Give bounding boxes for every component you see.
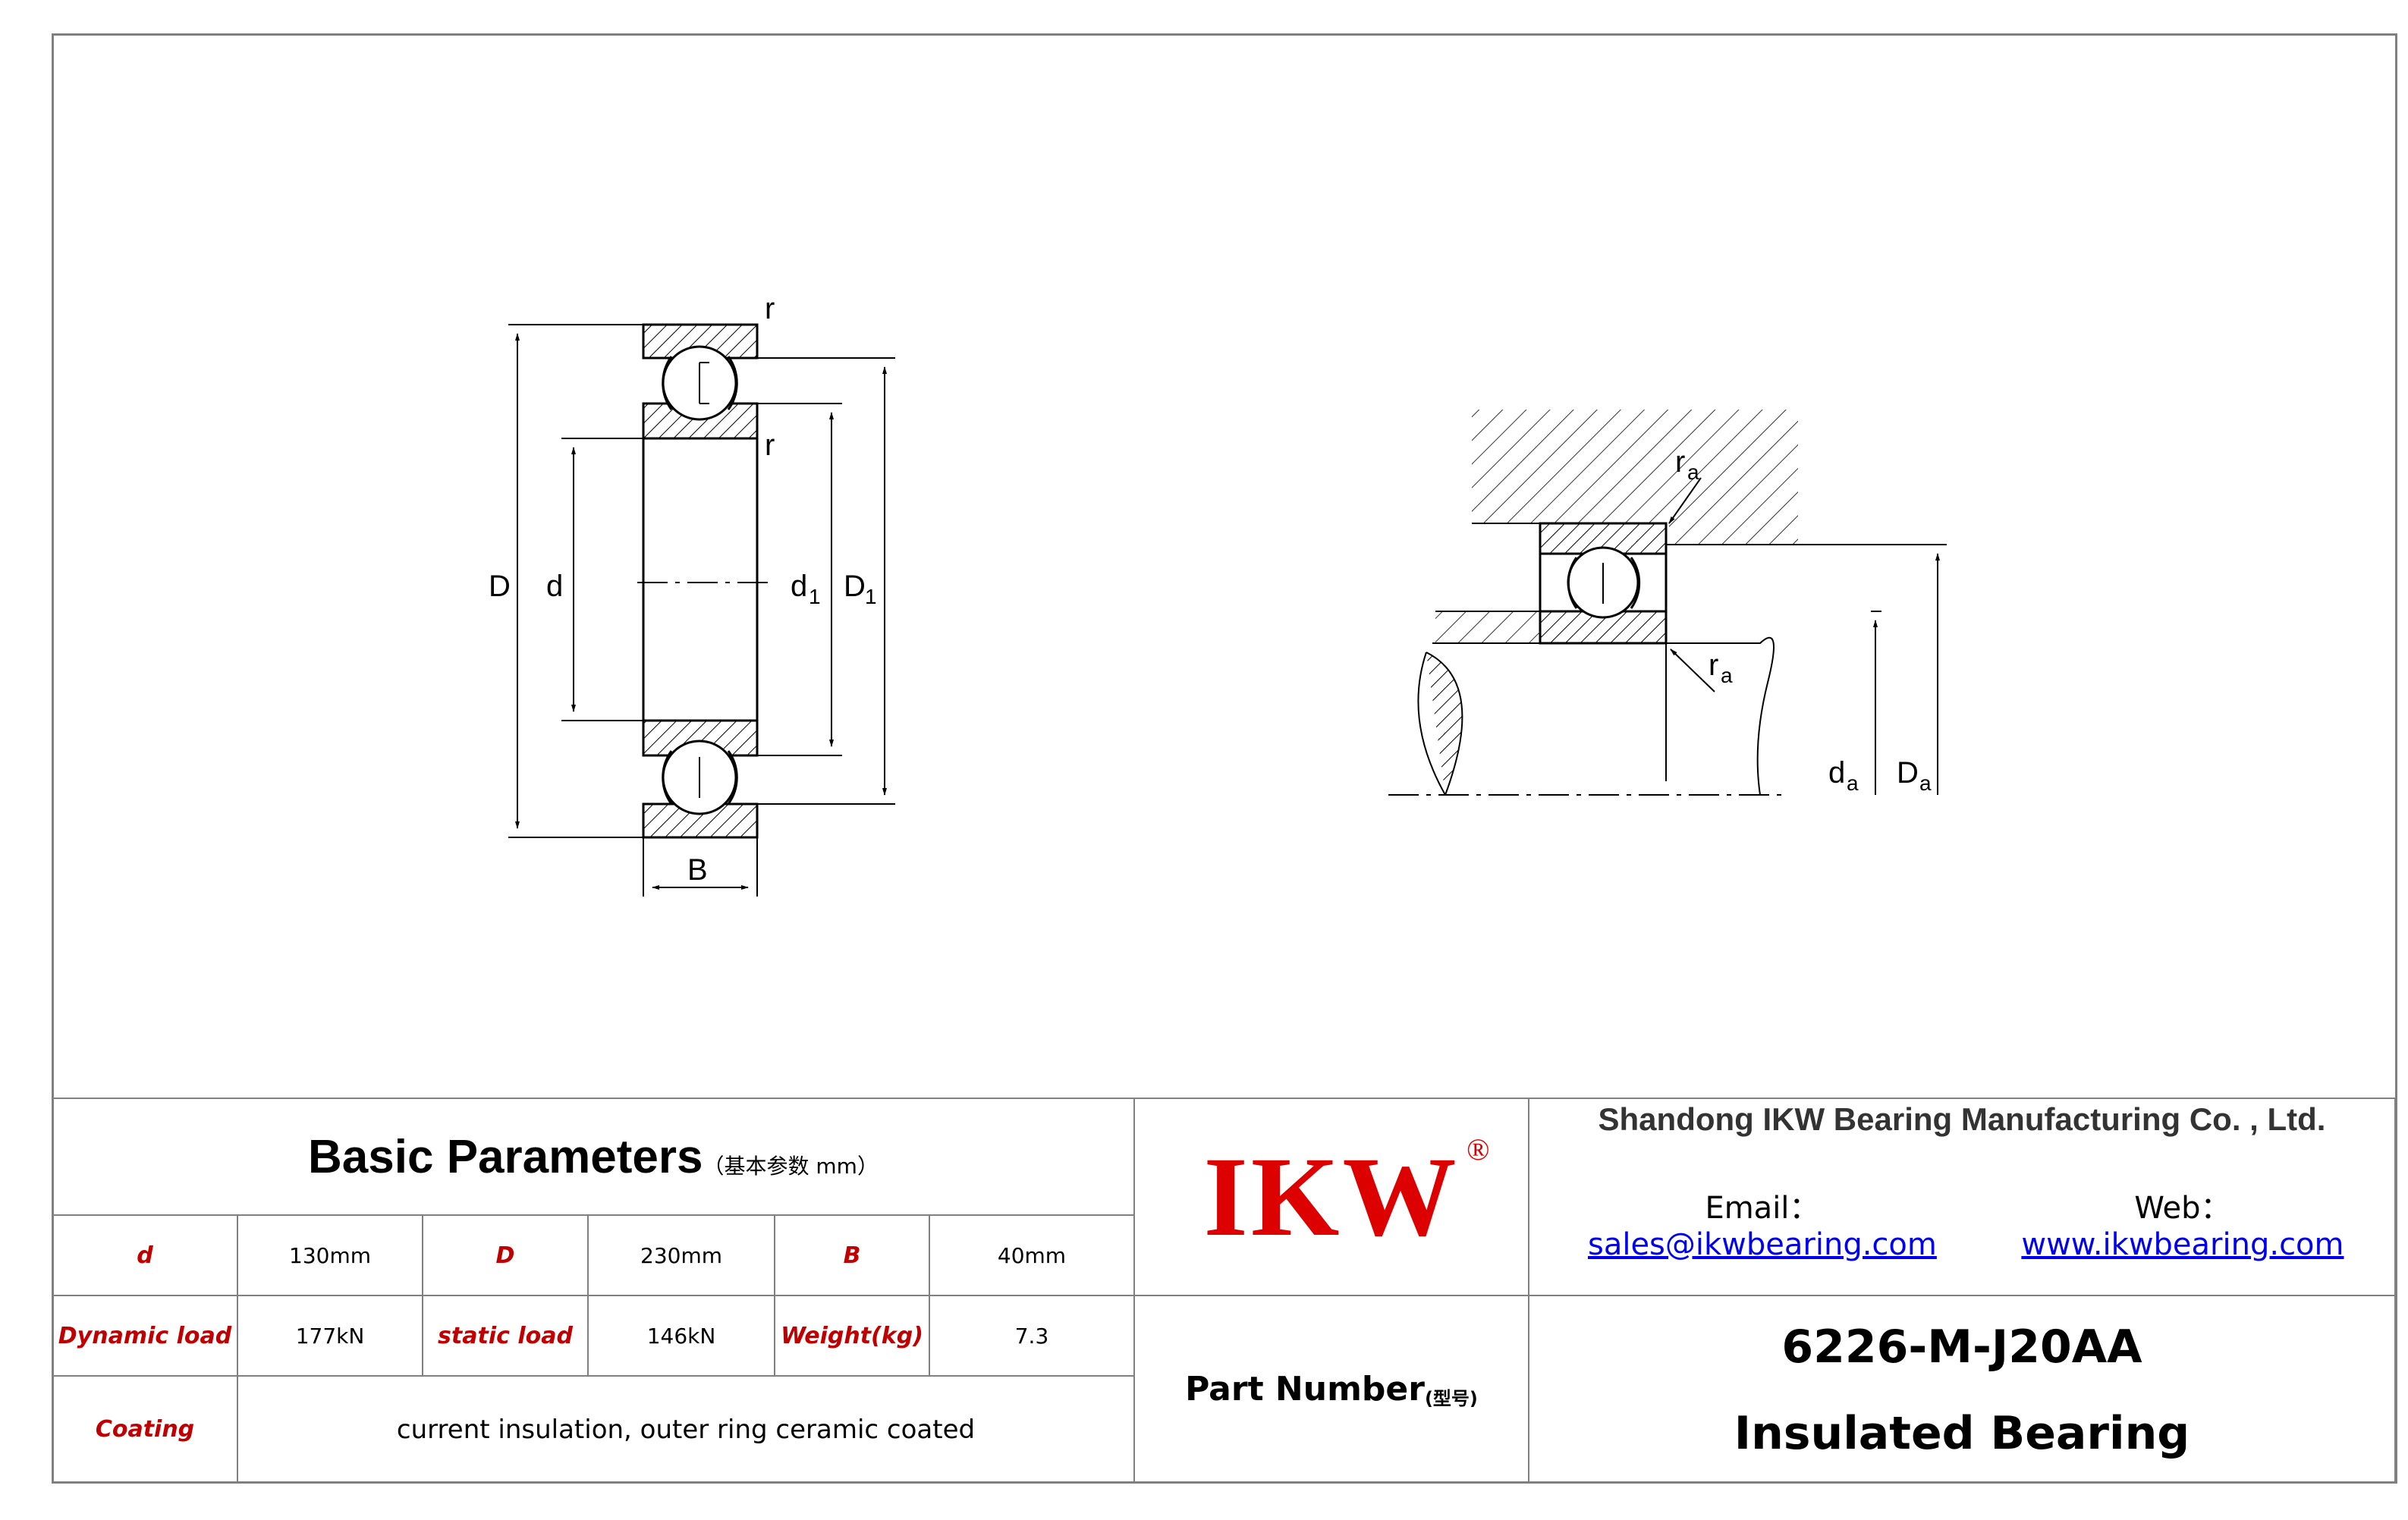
part-number-label-cell: Part Number (型号): [1135, 1296, 1529, 1484]
param-value-weight: 7.3: [930, 1296, 1135, 1377]
params-title: Basic Parameters: [308, 1130, 703, 1183]
param-label-coating: Coating: [53, 1377, 238, 1484]
bearing-dimension-labels: r r D d d 1 D 1 B: [489, 292, 877, 887]
param-value-coating: current insulation, outer ring ceramic c…: [238, 1377, 1135, 1484]
params-header: Basic Parameters （基本参数 mm）: [53, 1099, 1135, 1216]
param-label-static-load: static load: [423, 1296, 589, 1377]
d-label: d: [546, 570, 563, 603]
part-number: 6226-M-J20AA: [1781, 1320, 2142, 1374]
Da-label: D: [1897, 756, 1919, 790]
web-group: Web：www.ikwbearing.com: [1983, 1183, 2382, 1262]
mounting-dimensions: [1666, 477, 1947, 795]
part-number-label-sub: (型号): [1424, 1388, 1478, 1409]
email-group: Email：sales@ikwbearing.com: [1542, 1183, 1983, 1262]
bearing-type: Insulated Bearing: [1734, 1406, 2190, 1460]
logo-cell: IKW ®: [1135, 1099, 1529, 1296]
ra-top-label: r: [1675, 445, 1685, 479]
param-label-B: B: [775, 1216, 930, 1296]
D1-label: D: [844, 570, 866, 603]
mounting-dimension-labels: r a r a d a D a: [1675, 445, 1932, 795]
param-value-dynamic-load: 177kN: [238, 1296, 423, 1377]
param-value-static-load: 146kN: [589, 1296, 775, 1377]
bearing-dimensions: [508, 324, 895, 897]
title-block: Basic Parameters （基本参数 mm） d 130mm D 230…: [53, 1098, 2396, 1484]
d1-label: d: [791, 570, 807, 603]
mounting-diagram: [1388, 410, 1798, 796]
email-label: Email：: [1705, 1191, 1820, 1226]
param-label-weight: Weight(kg): [775, 1296, 930, 1377]
logo-text: IKW: [1203, 1134, 1460, 1260]
param-value-D: 230mm: [589, 1216, 775, 1296]
ikw-logo: IKW ®: [1203, 1132, 1489, 1262]
Da-subscript: a: [1919, 771, 1932, 795]
params-subtitle: （基本参数 mm）: [703, 1154, 879, 1179]
D-label: D: [489, 570, 511, 603]
part-number-label: Part Number: [1185, 1370, 1425, 1409]
ra-top-subscript: a: [1687, 460, 1699, 484]
technical-drawing: r r D d d 1 D 1 B: [489, 292, 1947, 897]
param-label-D: D: [423, 1216, 589, 1296]
B-label: B: [687, 853, 708, 887]
web-link[interactable]: www.ikwbearing.com: [2021, 1227, 2344, 1262]
company-cell: Shandong IKW Bearing Manufacturing Co. ,…: [1529, 1099, 2396, 1296]
param-value-d: 130mm: [238, 1216, 423, 1296]
r-mid-label: r: [765, 429, 775, 462]
da-subscript: a: [1847, 771, 1859, 795]
param-label-d: d: [53, 1216, 238, 1296]
registered-mark: ®: [1466, 1132, 1490, 1167]
da-label: d: [1828, 756, 1845, 790]
part-number-cell: 6226-M-J20AA Insulated Bearing: [1529, 1296, 2396, 1484]
web-label: Web：: [2134, 1191, 2231, 1226]
D1-subscript: 1: [865, 585, 877, 608]
ra-bottom-subscript: a: [1721, 664, 1733, 687]
contact-line: Email：sales@ikwbearing.com Web：www.ikwbe…: [1529, 1183, 2394, 1262]
d1-subscript: 1: [809, 585, 821, 608]
bearing-section: [637, 323, 770, 839]
ra-bottom-label: r: [1709, 649, 1718, 682]
param-label-dynamic-load: Dynamic load: [53, 1296, 238, 1377]
email-link[interactable]: sales@ikwbearing.com: [1587, 1227, 1937, 1262]
param-value-B: 40mm: [930, 1216, 1135, 1296]
company-name: Shandong IKW Bearing Manufacturing Co. ,…: [1598, 1101, 2326, 1137]
r-top-label: r: [765, 292, 775, 325]
